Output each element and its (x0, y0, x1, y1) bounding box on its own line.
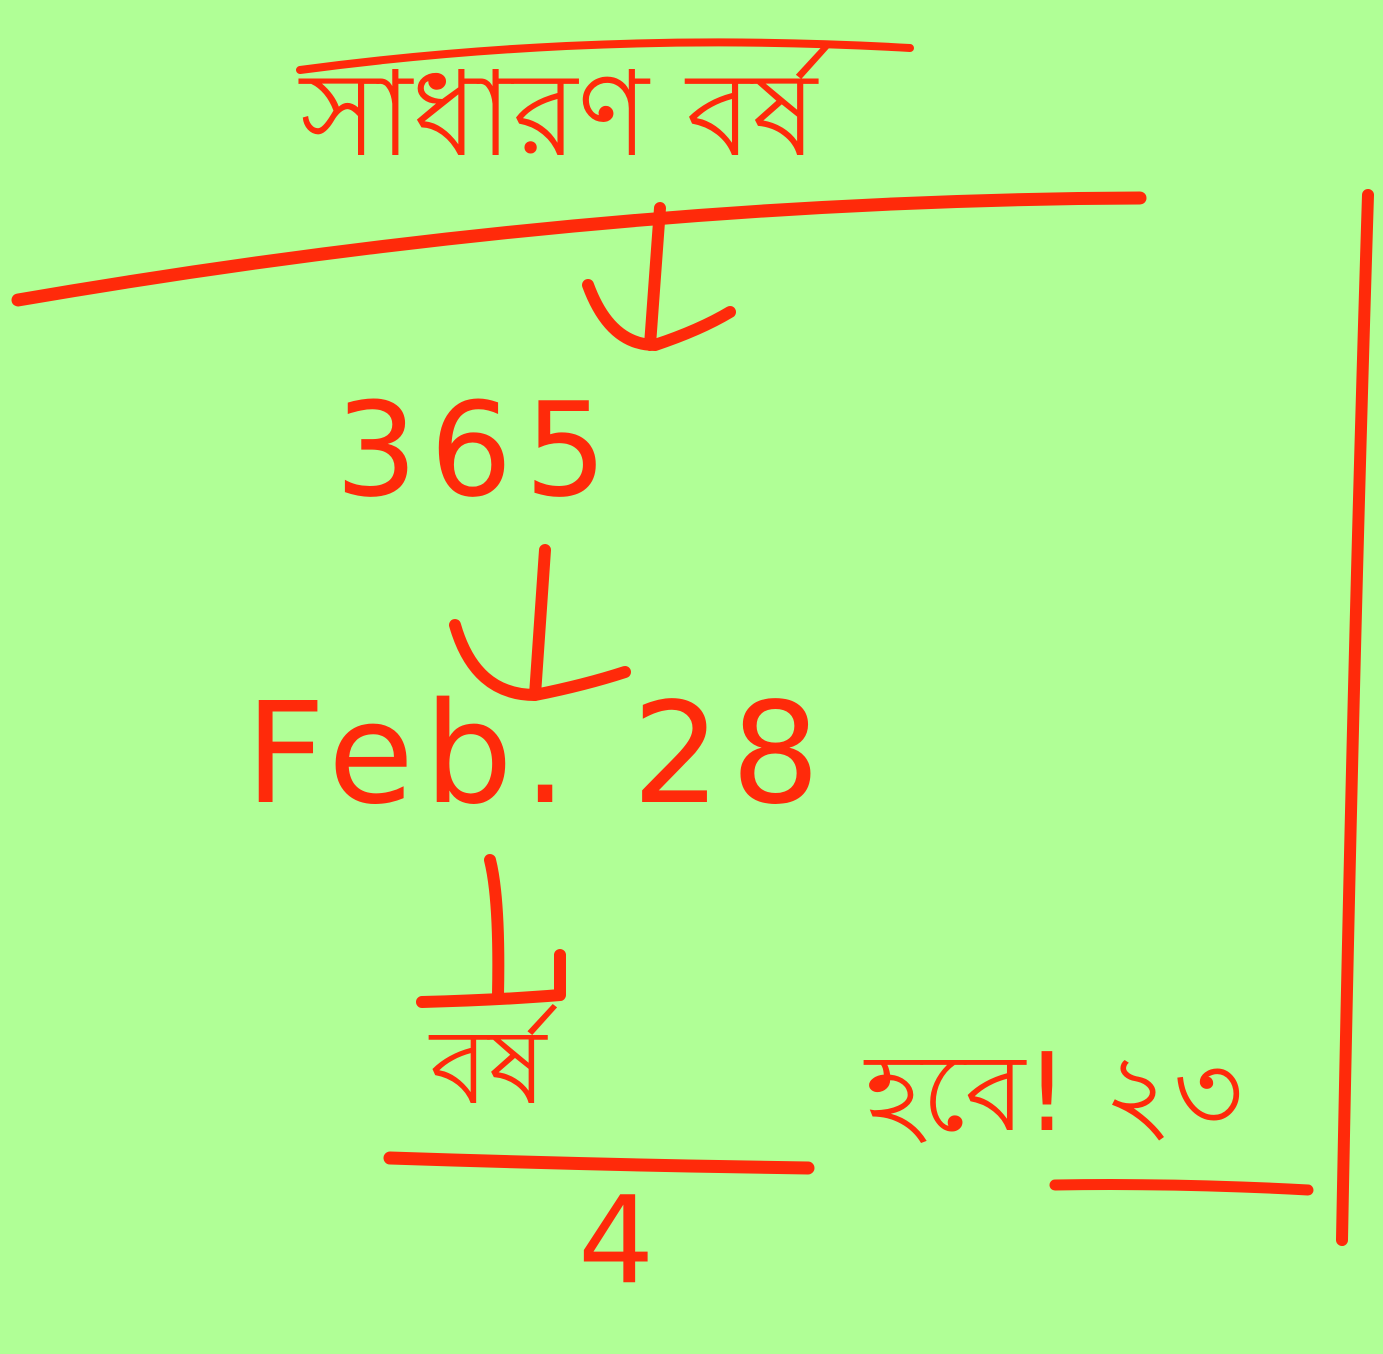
right-border-line (1336, 189, 1374, 1246)
title-rules (11, 38, 1374, 1246)
down-arrow-2 (449, 544, 631, 701)
fraction-numerator: বর্ষ (430, 1006, 547, 1128)
down-arrow-3 (416, 854, 566, 1008)
title-underline (11, 191, 1147, 307)
page-title: সাধারণ বর্ষ (300, 45, 818, 183)
note-underline (1049, 1179, 1314, 1196)
side-note: হবে! ২৩ (865, 1031, 1244, 1156)
days-in-year-value: 365 (335, 374, 620, 526)
title-overline (296, 38, 914, 74)
february-days-value: Feb. 28 (245, 673, 831, 836)
fraction-bar (383, 1151, 815, 1175)
down-arrow-1 (582, 202, 736, 351)
fraction-denominator: 4 (578, 1172, 655, 1311)
